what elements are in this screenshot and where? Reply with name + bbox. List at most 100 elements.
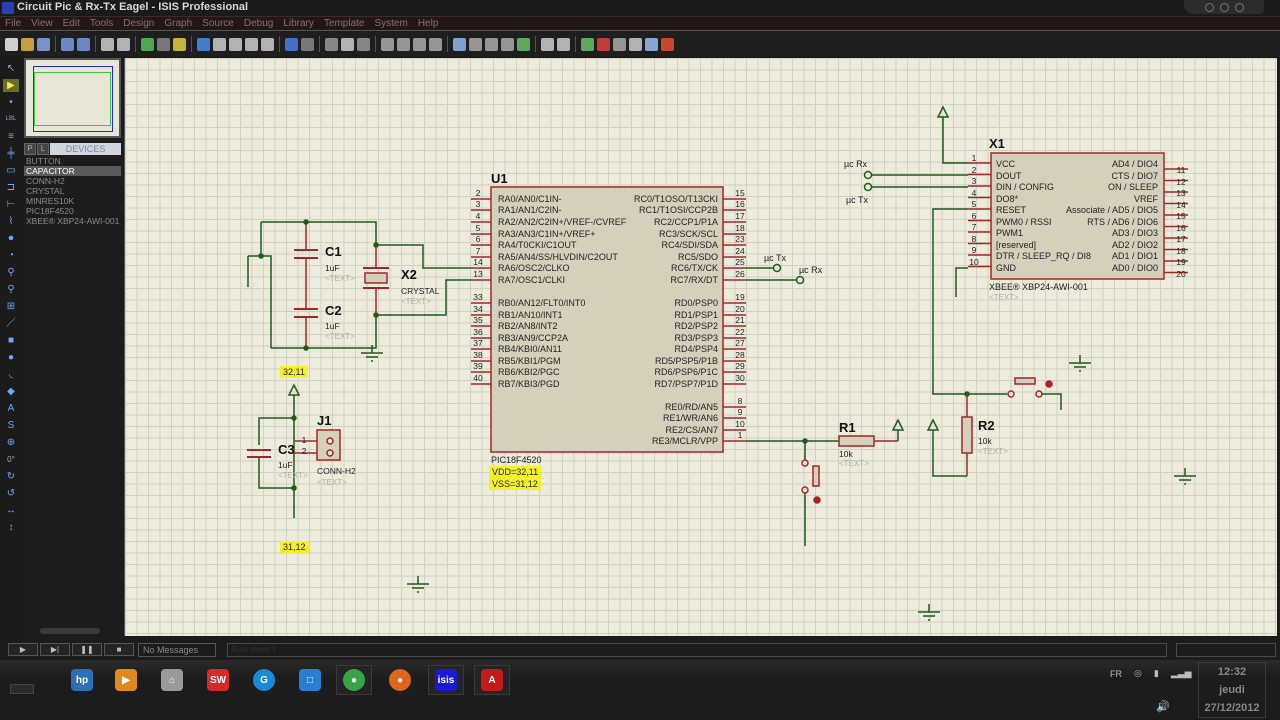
selection-mode-icon[interactable]: ↖ [6, 63, 16, 74]
new-file-icon[interactable] [5, 37, 18, 51]
menu-graph[interactable]: Graph [164, 18, 193, 29]
overview-window[interactable] [24, 58, 121, 138]
wire[interactable] [271, 315, 377, 349]
u1-body[interactable] [490, 186, 724, 453]
power-terminal-icon[interactable] [936, 105, 950, 118]
export-section-icon[interactable] [77, 37, 90, 51]
wire[interactable] [932, 208, 1007, 395]
arc-2d-icon[interactable]: ◟ [9, 369, 13, 380]
menu-library[interactable]: Library [283, 18, 314, 29]
markers-2d-icon[interactable]: ⊕ [6, 437, 16, 448]
subcircuit-icon[interactable]: ▭ [6, 165, 16, 176]
zoom-in-icon[interactable] [213, 37, 226, 51]
zoom-area-icon[interactable] [261, 37, 274, 51]
taskbar-app-g[interactable]: G [246, 665, 282, 695]
menu-system[interactable]: System [374, 18, 408, 29]
wire[interactable] [942, 117, 968, 164]
symbols-2d-icon[interactable]: S [7, 420, 15, 431]
menu-source[interactable]: Source [202, 18, 234, 29]
print-area-icon[interactable] [117, 37, 130, 51]
menu-template[interactable]: Template [323, 18, 365, 29]
generator-icon[interactable]: ◔ [7, 250, 15, 261]
wire[interactable] [376, 244, 471, 269]
packaging-tool-icon[interactable] [485, 37, 498, 51]
print-icon[interactable] [101, 37, 114, 51]
wire[interactable] [258, 457, 294, 489]
device-list-item[interactable]: PIC18F4520 [26, 206, 74, 216]
power-terminal-icon[interactable] [926, 418, 940, 431]
decompose-icon[interactable] [501, 37, 514, 51]
netlist-to-ares-icon[interactable] [661, 37, 674, 51]
volume-icon[interactable]: 🔊 [1156, 701, 1170, 713]
menu-help[interactable]: Help [417, 18, 439, 29]
text-script-icon[interactable]: ≡ [8, 131, 14, 142]
zoom-out-icon[interactable] [229, 37, 242, 51]
make-device-icon[interactable] [469, 37, 482, 51]
taskbar-isis[interactable]: isis [428, 665, 464, 695]
save-file-icon[interactable] [37, 37, 50, 51]
redraw-icon[interactable] [141, 37, 154, 51]
j1-body[interactable] [316, 429, 341, 461]
signal-icon[interactable]: ▂▃▅ [1170, 668, 1192, 678]
block-rotate-icon[interactable] [413, 37, 426, 51]
rotate-anticlockwise-icon[interactable]: ↺ [6, 488, 16, 499]
battery-icon[interactable]: ▮ [1153, 668, 1159, 678]
taskbar-solidworks[interactable]: SW [200, 665, 236, 695]
origin-icon[interactable] [173, 37, 186, 51]
xbee-reset-button-body[interactable] [1014, 377, 1036, 385]
component-mode-icon[interactable]: ▶ [3, 79, 19, 92]
device-list-item[interactable]: CONN-H2 [26, 176, 65, 186]
step-button[interactable]: ▶| [40, 643, 70, 656]
pan-icon[interactable] [197, 37, 210, 51]
buses-icon[interactable]: ╪ [7, 148, 15, 159]
circle-2d-icon[interactable]: ● [7, 352, 15, 363]
menu-file[interactable]: File [5, 18, 22, 29]
taskbar-file-library[interactable]: ⌂ [154, 665, 190, 695]
taskbar-media-player[interactable]: ▶ [108, 665, 144, 695]
taskbar-vmware[interactable]: □ [292, 665, 328, 695]
menu-debug[interactable]: Debug [243, 18, 274, 29]
device-list-item[interactable]: XBEE® XBP24-AWI-001 [26, 216, 120, 226]
bill-of-materials-icon[interactable] [629, 37, 642, 51]
block-move-icon[interactable] [397, 37, 410, 51]
close-button[interactable] [1234, 2, 1244, 12]
minimize-button[interactable] [1204, 2, 1214, 12]
junction-dot-icon[interactable]: • [9, 97, 13, 108]
power-terminal-icon[interactable] [891, 418, 905, 431]
y-mirror-icon[interactable]: ↕ [8, 522, 14, 533]
wire-autorouter-icon[interactable] [517, 37, 530, 51]
menu-view[interactable]: View [31, 18, 53, 29]
rotate-clockwise-icon[interactable]: ↻ [6, 471, 16, 482]
new-sheet-icon[interactable] [581, 37, 594, 51]
stop-button[interactable]: ■ [104, 643, 134, 656]
x1-body[interactable] [990, 152, 1165, 280]
block-delete-icon[interactable] [429, 37, 442, 51]
library-manager-button[interactable]: L [37, 143, 49, 155]
box-2d-icon[interactable]: ■ [7, 335, 15, 346]
clock[interactable]: 12:32 jeudi 27/12/2012 [1198, 662, 1266, 718]
grid-toggle-icon[interactable] [157, 37, 170, 51]
device-list-item[interactable]: MINRES10K [26, 196, 75, 206]
pick-device-button[interactable]: P [24, 143, 36, 155]
wire[interactable] [258, 417, 294, 445]
maximize-button[interactable] [1219, 2, 1229, 12]
messages-indicator[interactable]: No Messages [138, 643, 216, 657]
paste-icon[interactable] [357, 37, 370, 51]
line-2d-icon[interactable]: ／ [6, 318, 16, 329]
wire[interactable] [1042, 393, 1062, 410]
menu-design[interactable]: Design [123, 18, 155, 29]
r1-body[interactable] [838, 435, 875, 447]
wire[interactable] [955, 267, 968, 297]
taskbar-chrome[interactable]: ● [336, 665, 372, 695]
r2-body[interactable] [961, 416, 973, 454]
pause-button[interactable]: ❚❚ [72, 643, 102, 656]
device-list-scrollbar[interactable] [40, 628, 100, 634]
tape-recorder-icon[interactable]: ⏺ [8, 233, 14, 244]
import-section-icon[interactable] [61, 37, 74, 51]
virtual-instruments-icon[interactable]: ⊞ [6, 301, 16, 312]
device-pins-icon[interactable]: ⊢ [6, 199, 16, 210]
wire[interactable] [932, 430, 967, 477]
goto-child-icon[interactable] [613, 37, 626, 51]
electrical-rule-check-icon[interactable] [645, 37, 658, 51]
